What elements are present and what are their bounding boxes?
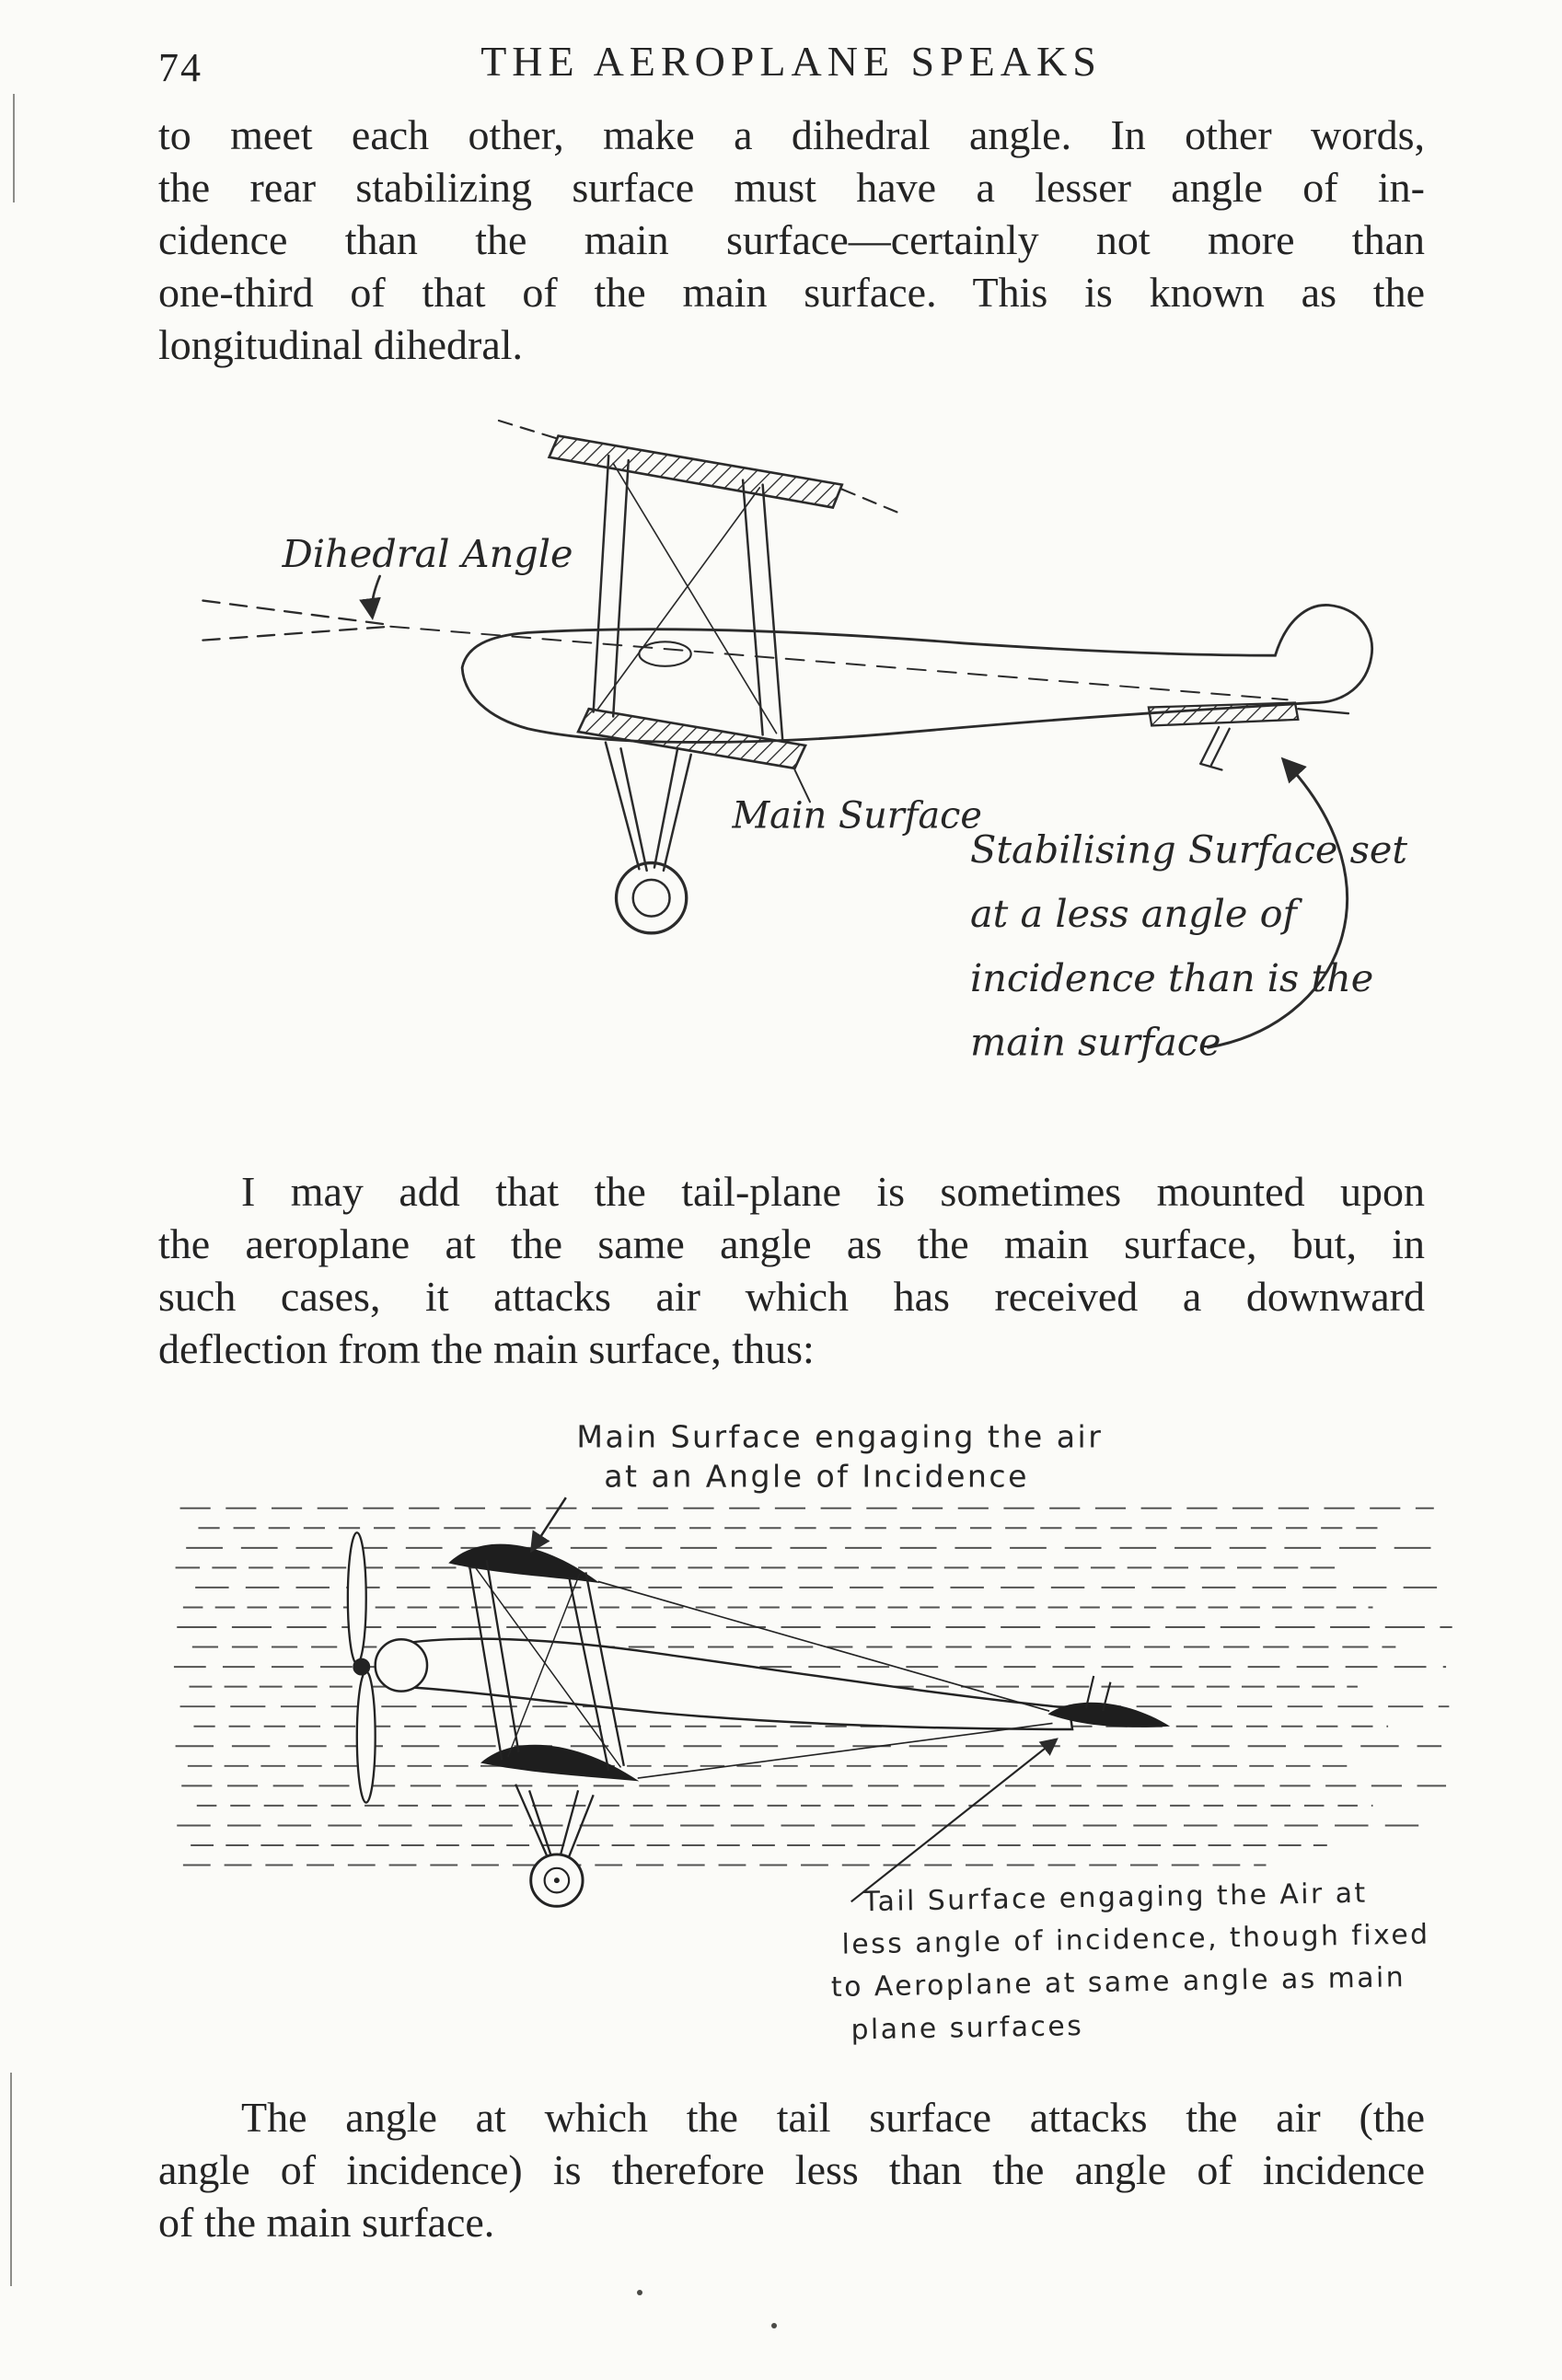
landing-gear xyxy=(604,741,692,872)
figure1-main-surface-label: Main Surface xyxy=(731,794,981,837)
paragraph-1: to meet each other, make a dihedral angl… xyxy=(158,109,1425,371)
figure2-main-label-line: Main Surface engaging the air xyxy=(576,1418,1103,1454)
tail-skid xyxy=(1199,708,1350,771)
main-surface-arrow xyxy=(529,1496,567,1554)
tailplane xyxy=(1147,701,1300,727)
scan-artifact-line xyxy=(13,94,15,202)
text-line: deflection from the main surface, thus: xyxy=(158,1325,815,1372)
text-line: longitudinal dihedral. xyxy=(158,321,524,368)
scan-artifact-dot xyxy=(771,2323,777,2328)
figure1-dihedral-label: Dihedral Angle xyxy=(282,532,573,576)
landing-gear xyxy=(515,1784,595,1861)
cockpit xyxy=(638,641,692,667)
scan-artifact-dot xyxy=(637,2290,642,2295)
text-line: to meet each other, make a dihedral angl… xyxy=(158,111,1425,158)
stabilising-arrow xyxy=(1207,757,1348,1049)
paragraph-2: I may add that the tail-plane is sometim… xyxy=(158,1165,1425,1375)
paragraph-3: The angle at which the tail surface atta… xyxy=(158,2091,1425,2248)
text-line: of the main surface. xyxy=(158,2199,495,2246)
text-line: such cases, it attacks air which has rec… xyxy=(158,1273,1425,1320)
bracing-wires xyxy=(473,1565,622,1768)
wheel-center xyxy=(553,1877,560,1884)
text-line: angle of incidence) is therefore less th… xyxy=(158,2146,1425,2193)
wing-struts xyxy=(592,454,784,741)
fuselage xyxy=(398,1637,1074,1731)
text-line: the aeroplane at the same angle as the m… xyxy=(158,1220,1425,1267)
figure2-tail-label-line: Tail Surface engaging the Air at xyxy=(862,1877,1368,1919)
longerons xyxy=(597,1580,1053,1779)
text-line: cidence than the main surface—certainly … xyxy=(158,216,1425,263)
top-wing xyxy=(547,434,844,509)
main-surface-leader xyxy=(793,768,811,803)
figure2-main-label-line: at an Angle of Incidence xyxy=(604,1459,1029,1495)
page-header: 74 THE AEROPLANE SPEAKS xyxy=(158,37,1424,96)
figure1-stabilising-label-line: at a less angle of xyxy=(970,892,1303,936)
figure2-airflow-sketch: Main Surface engaging the air at an Angl… xyxy=(173,1418,1452,2046)
wheel-hub xyxy=(631,878,671,918)
text-line: The angle at which the tail surface atta… xyxy=(241,2094,1425,2141)
lower-wing xyxy=(480,1744,640,1782)
tail-surface xyxy=(1047,1702,1171,1727)
figure1-stabilising-label-line: incidence than is the xyxy=(970,956,1373,1000)
figure2-tail-label-line: plane surfaces xyxy=(850,2010,1083,2046)
text-line: the rear stabilizing surface must have a… xyxy=(158,164,1425,211)
figure1-stabilising-label-line: main surface xyxy=(970,1020,1221,1064)
figure1-stabilising-label-line: Stabilising Surface set xyxy=(970,828,1407,872)
page-number: 74 xyxy=(158,45,202,90)
propeller xyxy=(346,1531,376,1804)
figure2-tail-label-line: less angle of incidence, though fixed xyxy=(841,1919,1430,1961)
scan-artifact-line xyxy=(10,2073,12,2286)
tail-fin xyxy=(1084,1675,1112,1712)
figure1-dihedral-sketch: Dihedral Angle Main Surface Stabilising … xyxy=(202,419,1407,1064)
wing-struts xyxy=(469,1559,625,1772)
dihedral-arrow xyxy=(359,574,381,620)
wheel xyxy=(614,861,688,935)
figure2-tail-label-line: to Aeroplane at same angle as main xyxy=(831,1961,1406,2004)
tail-surface-arrow xyxy=(850,1738,1059,1903)
dihedral-dashed-lines xyxy=(202,419,1289,701)
lower-wing xyxy=(576,707,807,770)
bracing-wires xyxy=(596,462,778,734)
text-line: I may add that the tail-plane is sometim… xyxy=(241,1168,1425,1215)
nose-cowl xyxy=(374,1638,429,1693)
running-title: THE AEROPLANE SPEAKS xyxy=(480,38,1102,85)
top-wing xyxy=(448,1543,600,1583)
wheel-hub xyxy=(543,1866,571,1894)
text-line: one-third of that of the main surface. T… xyxy=(158,269,1425,316)
